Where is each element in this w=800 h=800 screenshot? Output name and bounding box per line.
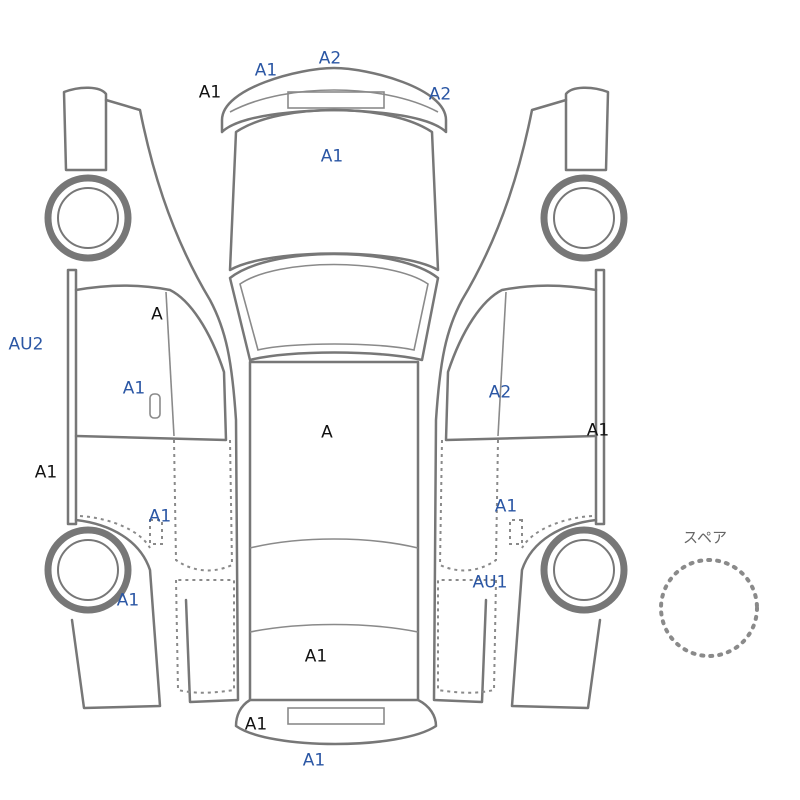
label-left-sill: A1 — [34, 462, 58, 483]
left-body-outline — [62, 86, 108, 172]
right-door-lower-dotted — [438, 439, 499, 572]
label-roof: A — [321, 422, 333, 443]
trunk-line — [249, 623, 419, 633]
label-left-quarter-upper: A — [151, 304, 163, 325]
front-plate — [287, 91, 385, 109]
left-door-top — [74, 284, 228, 442]
label-front-bumper-right: A2 — [428, 84, 452, 105]
right-fender-front — [432, 98, 568, 704]
left-rear-rim — [57, 539, 119, 601]
right-front-rim — [553, 187, 615, 249]
spare-label: スペア — [683, 528, 727, 547]
left-front-rim — [57, 187, 119, 249]
front-bumper-outline — [220, 66, 448, 134]
spare-tire-icon — [659, 558, 759, 658]
car-left-side-view — [44, 86, 240, 710]
label-rear-bumper-center: A1 — [302, 750, 326, 771]
rear-window-line — [249, 538, 419, 549]
label-right-rear-door: A1 — [494, 496, 518, 517]
windshield-inner — [239, 263, 429, 351]
front-bumper-inner — [229, 89, 439, 113]
right-front-tire — [540, 174, 628, 262]
right-rear-tire — [540, 526, 628, 614]
label-trunk: A1 — [304, 646, 328, 667]
label-left-rear-door: A1 — [148, 506, 172, 527]
left-door-pillar — [165, 291, 175, 437]
label-roof-front-left-corner: A1 — [198, 82, 222, 103]
rear-plate — [287, 707, 385, 725]
left-rear-dotted — [174, 579, 235, 694]
label-right-front-door: A2 — [488, 382, 512, 403]
left-fender-front — [104, 98, 240, 704]
label-rear-bumper-left: A1 — [244, 714, 268, 735]
left-body-main — [66, 268, 78, 526]
roof-outline — [248, 360, 420, 702]
label-front-bumper-center: A2 — [318, 48, 342, 69]
left-sill-dotted — [79, 515, 151, 549]
left-small-dotted — [149, 519, 163, 545]
car-top-view — [220, 66, 448, 746]
label-left-front-door: A1 — [122, 378, 146, 399]
label-front-bumper-left: A1 — [254, 60, 278, 81]
right-door-top — [444, 284, 598, 442]
left-front-tire — [44, 174, 132, 262]
windshield-outline — [228, 252, 440, 362]
right-door-pillar — [497, 291, 507, 437]
right-small-dotted — [509, 519, 523, 545]
left-door-handle — [149, 393, 161, 419]
right-lower-body — [510, 518, 602, 710]
right-rear-dotted — [437, 579, 498, 694]
label-right-rear-fender: AU1 — [472, 572, 508, 593]
label-left-side-far: AU2 — [8, 334, 44, 355]
label-right-side-rail: A1 — [586, 420, 610, 441]
right-body-outline — [564, 86, 610, 172]
label-hood: A1 — [320, 146, 344, 167]
label-left-rear-fender: A1 — [116, 590, 140, 611]
left-lower-body — [70, 518, 162, 710]
hood-outline — [228, 108, 440, 272]
left-door-lower-dotted — [173, 439, 234, 572]
right-body-main — [594, 268, 606, 526]
right-sill-dotted — [521, 515, 593, 549]
left-rear-tire — [44, 526, 132, 614]
car-right-side-view — [432, 86, 628, 710]
right-rear-rim — [553, 539, 615, 601]
rear-bumper-outline — [234, 698, 438, 746]
